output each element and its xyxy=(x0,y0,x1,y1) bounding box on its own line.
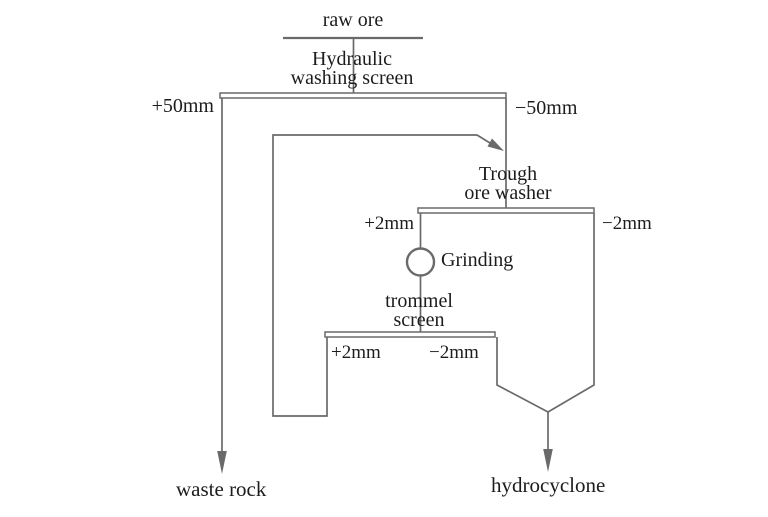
trough-oversize-label: +2mm xyxy=(364,213,414,234)
hydraulic-oversize-label: +50mm xyxy=(151,95,214,117)
hydraulic-undersize-label: −50mm xyxy=(515,97,578,119)
hydrocyclone-label: hydrocyclone xyxy=(491,473,606,497)
trommel-oversize-label: +2mm xyxy=(331,342,381,363)
hydrocyclone-arrowhead xyxy=(543,449,553,472)
trough-undersize-label: −2mm xyxy=(602,213,652,234)
trommel-screen-label-line2: screen xyxy=(393,309,445,331)
trommel-undersize-label: −2mm xyxy=(429,342,479,363)
hydraulic-screen-label-line1: Hydraulic xyxy=(312,48,392,70)
hydraulic-screen-symbol xyxy=(219,92,507,99)
hydraulic-screen-label: Hydraulic washing screen xyxy=(272,48,432,89)
waste-rock-arrowhead xyxy=(217,451,227,474)
trough-washer-label-line2: ore washer xyxy=(464,182,552,204)
trough-washer-label-line1: Trough xyxy=(478,163,538,185)
grinding-circle xyxy=(405,247,436,277)
trough-washer-label: Trough ore washer xyxy=(428,163,588,204)
trommel-screen-label: trommel screen xyxy=(339,290,499,331)
trough-washer-symbol xyxy=(417,207,595,214)
trommel-screen-label-line1: trommel xyxy=(385,290,453,312)
recycle-arrowhead xyxy=(487,138,504,151)
recycle-path xyxy=(272,134,491,417)
raw-ore-label: raw ore xyxy=(322,9,384,31)
hydraulic-screen-label-line2: washing screen xyxy=(290,67,414,89)
trommel-screen-symbol xyxy=(324,331,496,338)
grinding-label: Grinding xyxy=(441,249,514,271)
waste-rock-label: waste rock xyxy=(176,477,267,501)
funnel-left-line xyxy=(496,337,549,413)
funnel-right-line xyxy=(547,213,595,413)
